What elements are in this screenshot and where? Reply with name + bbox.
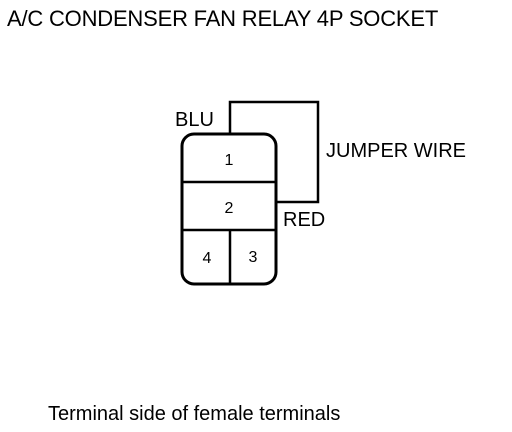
terminal-4-label: 4 — [203, 250, 212, 267]
terminal-3-label: 3 — [249, 249, 258, 266]
jumper-wire-line — [228, 100, 320, 204]
diagram-title: A/C CONDENSER FAN RELAY 4P SOCKET — [7, 6, 439, 31]
wire-label-red: RED — [283, 209, 325, 231]
jumper-wire-label: JUMPER WIRE — [326, 140, 466, 162]
terminal-2-label: 2 — [225, 200, 234, 217]
wire-label-blu: BLU — [175, 109, 214, 131]
terminal-1-label: 1 — [225, 152, 234, 169]
diagram-caption: Terminal side of female terminals — [48, 403, 341, 425]
